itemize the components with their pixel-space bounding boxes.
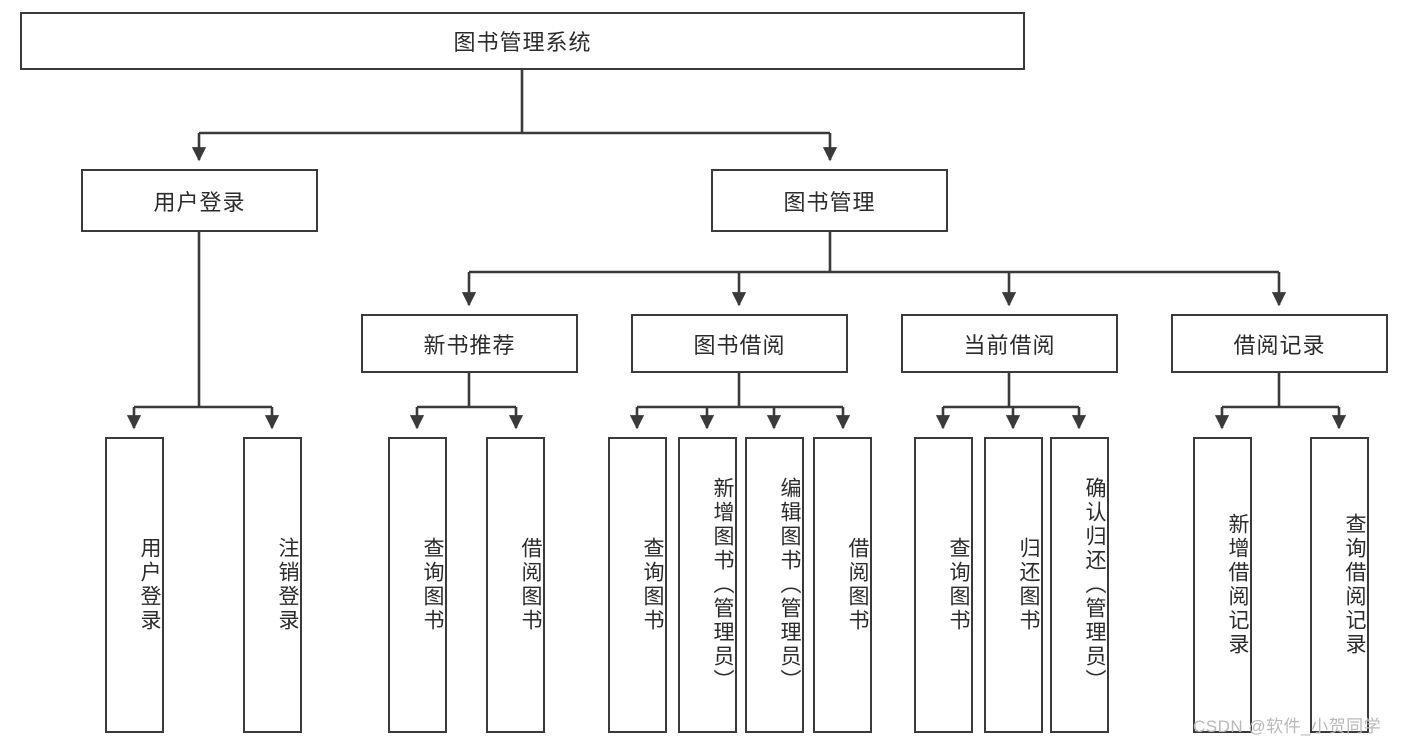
node-leaf-logout-label: 注销登录 <box>276 537 299 633</box>
node-leaf-borrow-book-2[interactable]: 借阅图书 <box>813 437 872 733</box>
node-leaf-query-record[interactable]: 查询借阅记录 <box>1310 437 1369 733</box>
node-leaf-edit-book[interactable]: 编辑图书（管理员） <box>745 437 804 733</box>
node-leaf-return-book-label: 归还图书 <box>1017 537 1040 633</box>
node-leaf-add-book-label: 新增图书（管理员） <box>711 477 734 693</box>
node-leaf-add-record[interactable]: 新增借阅记录 <box>1193 437 1252 733</box>
node-leaf-confirm-return-label: 确认归还（管理员） <box>1083 477 1106 693</box>
node-leaf-edit-book-label: 编辑图书（管理员） <box>778 477 801 693</box>
node-book-manage-label: 图书管理 <box>783 189 876 215</box>
node-book-borrow-label: 图书借阅 <box>693 332 786 358</box>
watermark-text: CSDN @软件_小贺同学 <box>1193 717 1382 736</box>
node-new-book-rec[interactable]: 新书推荐 <box>361 314 578 373</box>
node-current-borrow-label: 当前借阅 <box>963 332 1056 358</box>
node-book-manage[interactable]: 图书管理 <box>711 169 948 232</box>
node-leaf-query-book-1-label: 查询图书 <box>421 537 444 633</box>
edge-group-root <box>191 70 838 162</box>
edge-group-book-borrow <box>629 373 851 430</box>
node-leaf-user-login-label: 用户登录 <box>138 537 161 633</box>
node-current-borrow[interactable]: 当前借阅 <box>901 314 1118 373</box>
node-leaf-borrow-book-1-label: 借阅图书 <box>519 537 542 633</box>
node-leaf-query-book-2[interactable]: 查询图书 <box>608 437 667 733</box>
node-leaf-query-book-3-label: 查询图书 <box>947 537 970 633</box>
node-leaf-query-book-3[interactable]: 查询图书 <box>914 437 973 733</box>
node-leaf-borrow-book-2-label: 借阅图书 <box>846 537 869 633</box>
node-leaf-logout[interactable]: 注销登录 <box>243 437 302 733</box>
node-leaf-query-book-2-label: 查询图书 <box>641 537 664 633</box>
node-borrow-record[interactable]: 借阅记录 <box>1171 314 1388 373</box>
edge-group-current-borrow <box>935 373 1087 430</box>
edge-group-borrow-record <box>1214 373 1347 430</box>
node-leaf-return-book[interactable]: 归还图书 <box>984 437 1043 733</box>
node-leaf-borrow-book-1[interactable]: 借阅图书 <box>486 437 545 733</box>
node-leaf-user-login[interactable]: 用户登录 <box>105 437 164 733</box>
node-leaf-query-book-1[interactable]: 查询图书 <box>388 437 447 733</box>
node-leaf-query-record-label: 查询借阅记录 <box>1343 513 1366 657</box>
edge-group-new-book-rec <box>409 373 524 430</box>
node-leaf-add-book[interactable]: 新增图书（管理员） <box>678 437 737 733</box>
node-leaf-add-record-label: 新增借阅记录 <box>1226 513 1249 657</box>
node-new-book-rec-label: 新书推荐 <box>423 332 516 358</box>
node-root[interactable]: 图书管理系统 <box>20 12 1025 70</box>
node-borrow-record-label: 借阅记录 <box>1233 332 1326 358</box>
node-user-login[interactable]: 用户登录 <box>81 169 318 232</box>
node-user-login-label: 用户登录 <box>153 189 246 215</box>
edge-group-user-login <box>126 232 280 430</box>
node-root-label: 图书管理系统 <box>453 30 592 55</box>
edge-group-book-manage <box>461 232 1287 307</box>
node-book-borrow[interactable]: 图书借阅 <box>631 314 848 373</box>
node-leaf-confirm-return[interactable]: 确认归还（管理员） <box>1050 437 1109 733</box>
